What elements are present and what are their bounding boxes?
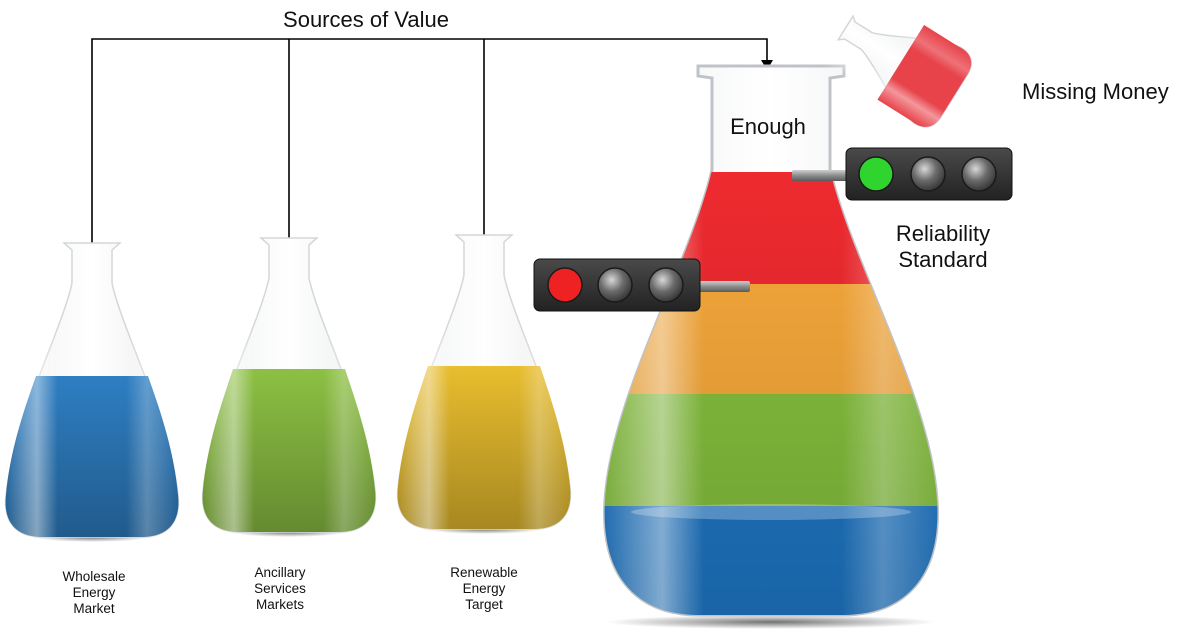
traffic-light-lamp [597,267,633,303]
flask-ancillary-services-markets [201,237,377,537]
label-line: Markets [255,596,304,612]
big-flask-label: Enough [730,114,806,139]
flask-sheen [6,243,178,537]
label-line: Reliability [895,221,991,246]
flask-wholesale-energy-market [4,242,180,542]
label-line: Services [254,580,306,596]
label-line: Ancillary [254,565,306,580]
label-renewable-energy-target: Renewable Energy Target [424,565,544,613]
label-line: Target [465,596,503,612]
traffic-light-lamp [648,267,684,303]
big-flask-shadow [606,615,936,629]
label-ancillary-services-markets: Ancillary Services Markets [220,565,340,613]
label-line: Energy [72,584,116,600]
label-line: Renewable [450,565,518,580]
traffic-light-reliability [792,147,1013,201]
liquid-surface [631,504,911,520]
traffic-light-lamp-green [858,156,894,192]
traffic-light-arm [792,170,848,181]
traffic-light-arm [694,281,750,292]
traffic-light-lamp-red [547,267,583,303]
diagram-title: Sources of Value [283,7,449,32]
traffic-light-lamp [910,156,946,192]
label-reliability-standard: Reliability Standard [880,221,1006,273]
traffic-light-missing [533,258,750,312]
pouring-flask-sheen [822,0,978,134]
label-wholesale-energy-market: Wholesale Energy Market [34,569,154,617]
label-line: Market [73,600,115,616]
label-line: Energy [462,580,506,596]
traffic-light-lamp [961,156,997,192]
flask-sheen [203,238,375,532]
label-line: Wholesale [62,569,126,584]
label-missing-money: Missing Money [1022,79,1169,104]
connector-lines [91,38,768,247]
pouring-flask [822,0,978,134]
connector-wholesale [91,38,768,247]
label-line: Standard [898,246,988,272]
